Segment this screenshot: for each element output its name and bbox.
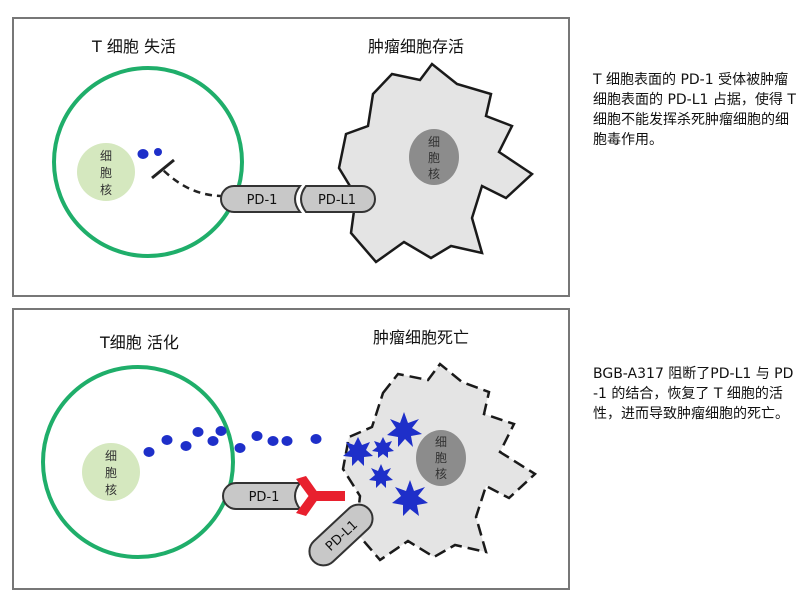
top-pdl1-label: PD-L1 [318, 193, 356, 208]
bottom-burst-4 [369, 464, 393, 488]
top-tumor-nucleus-char-2: 胞 [428, 151, 440, 165]
bottom-burst-1 [387, 412, 422, 447]
top-pd1-shape [220, 185, 303, 213]
top-granule-1 [137, 149, 149, 159]
bottom-pdl1-shape [308, 503, 374, 567]
bottom-tumor-nucleus-char-2: 胞 [435, 451, 447, 465]
bottom-tumor-nucleus-char-1: 细 [435, 435, 447, 449]
bottom-t-nucleus-char-3: 核 [105, 483, 117, 497]
bottom-pd1-label: PD-1 [249, 490, 280, 505]
antibody-stem [312, 491, 345, 501]
top-pdl1-receptor: PD-L1 [300, 185, 376, 213]
bottom-granule-3 [180, 441, 192, 451]
bottom-granule-9 [267, 436, 279, 446]
bottom-t-nucleus [82, 443, 140, 501]
top-pd1-label: PD-1 [247, 193, 278, 208]
bottom-tumor-nucleus-char-3: 核 [435, 467, 447, 481]
top-pdl1-shape [300, 185, 376, 213]
top-t-nucleus-char-1: 细 [100, 149, 112, 163]
bottom-granule-1 [143, 447, 155, 457]
bottom-granule-10 [281, 436, 293, 446]
top-t-cell [52, 66, 244, 258]
bottom-tumor-nucleus [416, 430, 466, 486]
panel-top: T 细胞 失活 肿瘤细胞存活 细 胞 核 细 胞 核 PD-1 PD-L1 [12, 17, 570, 297]
top-tumor-nucleus [409, 129, 459, 185]
bottom-pd1-receptor: PD-1 [222, 482, 303, 510]
top-description: T 细胞表面的 PD-1 受体被肿瘤细胞表面的 PD-L1 占据，使得 T 细胞… [593, 72, 796, 148]
bottom-t-nucleus-char-2: 胞 [105, 466, 117, 480]
bottom-granule-4 [192, 427, 204, 437]
bottom-granule-8 [251, 431, 263, 441]
top-pd1-receptor: PD-1 [220, 185, 303, 213]
bottom-t-nucleus-char-1: 细 [105, 449, 117, 463]
bottom-t-cell [41, 365, 235, 559]
bottom-granule-5 [207, 436, 219, 446]
bottom-granule-7 [234, 443, 246, 453]
bottom-granule-2 [161, 435, 173, 445]
top-t-nucleus [77, 143, 135, 201]
bottom-burst-5 [392, 480, 428, 516]
bottom-burst-2 [343, 437, 373, 466]
top-tumor-nucleus-char-3: 核 [428, 167, 440, 181]
bottom-granule-6 [215, 426, 227, 436]
top-t-nucleus-char-3: 核 [100, 183, 112, 197]
bottom-t-cell-title: T细胞 活化 [99, 333, 179, 352]
top-t-cell-title: T 细胞 失活 [91, 37, 176, 56]
bottom-granule-11 [310, 434, 322, 444]
bottom-tumor-title: 肿瘤细胞死亡 [373, 328, 469, 347]
bottom-description: BGB-A317 阻断了PD-L1 与 PD-1 的结合，恢复了 T 细胞的活性… [593, 366, 794, 422]
top-inhibition-bar [151, 158, 175, 180]
top-t-nucleus-char-2: 胞 [100, 166, 112, 180]
top-tumor-title: 肿瘤细胞存活 [368, 37, 464, 56]
bottom-burst-3 [372, 437, 394, 458]
bottom-pd1-shape [222, 482, 303, 510]
top-tumor-nucleus-char-1: 细 [428, 135, 440, 149]
antibody-icon [296, 476, 345, 516]
panel-bottom: T细胞 活化 肿瘤细胞死亡 细 胞 核 细 胞 核 [12, 308, 570, 590]
top-granule-2 [154, 148, 162, 156]
top-inhibition-line [162, 169, 225, 198]
